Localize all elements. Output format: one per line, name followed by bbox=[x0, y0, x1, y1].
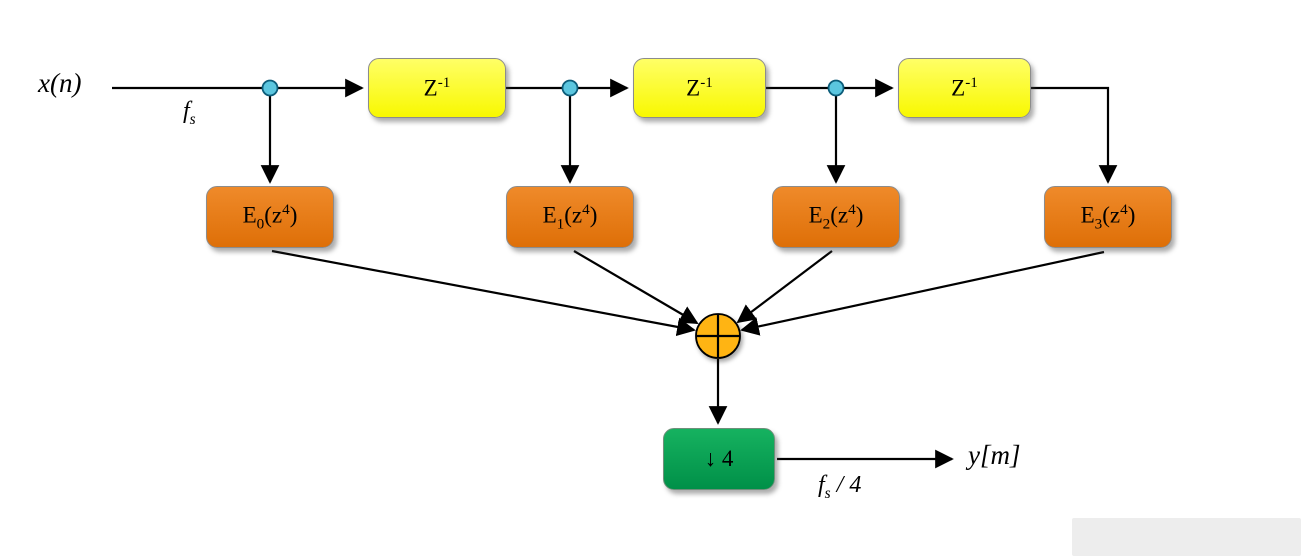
polyphase-block-e3: E3(z4) bbox=[1044, 186, 1172, 248]
input-rate-label: fs bbox=[183, 98, 196, 129]
tap-node-2 bbox=[561, 79, 579, 97]
output-rate-label: fs / 4 bbox=[818, 472, 861, 503]
label-part: Z bbox=[423, 75, 438, 101]
label-part: f bbox=[183, 98, 190, 124]
label-part: 4 bbox=[282, 200, 290, 218]
label-part: ) bbox=[1127, 202, 1136, 228]
polyphase-block-label: E2(z4) bbox=[809, 201, 864, 233]
label-part: -1 bbox=[965, 74, 978, 92]
label-part: 0 bbox=[256, 215, 265, 233]
tap-node-1 bbox=[261, 79, 279, 97]
label-part: E bbox=[242, 202, 257, 228]
label-part: -1 bbox=[700, 74, 713, 92]
delay-block-label: Z-1 bbox=[424, 74, 451, 102]
delay-block-1: Z-1 bbox=[368, 58, 506, 118]
downsampler-label: ↓ 4 bbox=[704, 446, 734, 471]
watermark-box bbox=[1072, 518, 1301, 556]
e3-to-adder-arrow bbox=[740, 250, 1105, 336]
label-part: 4 bbox=[1120, 200, 1128, 218]
tap-node-3 bbox=[827, 79, 845, 97]
delay-block-2: Z-1 bbox=[633, 58, 766, 118]
label-part: E bbox=[808, 202, 823, 228]
downsampler-block: ↓ 4 bbox=[663, 428, 775, 490]
label-part: -1 bbox=[437, 74, 451, 92]
label-part: 1 bbox=[556, 215, 565, 233]
e1-to-adder-arrow bbox=[573, 250, 699, 324]
circle-plus-icon bbox=[695, 313, 741, 359]
polyphase-block-e2: E2(z4) bbox=[772, 186, 900, 248]
delay-block-3: Z-1 bbox=[898, 58, 1031, 118]
label-part: (z bbox=[264, 202, 283, 228]
polyphase-block-e1: E1(z4) bbox=[506, 186, 634, 248]
e0-to-adder-arrow bbox=[271, 249, 696, 337]
label-part: ) bbox=[855, 202, 864, 228]
polyphase-block-e0: E0(z4) bbox=[206, 186, 334, 248]
label-part: s bbox=[824, 484, 831, 502]
label-part: ) bbox=[289, 202, 298, 228]
label-part: / 4 bbox=[830, 472, 862, 498]
delay3-to-e3-arrow bbox=[1031, 86, 1118, 184]
label-part: (z bbox=[564, 202, 583, 228]
label-part: y[m] bbox=[968, 440, 1021, 470]
label-part: 4 bbox=[848, 200, 856, 218]
label-part: E bbox=[542, 202, 557, 228]
label-part: 4 bbox=[582, 200, 590, 218]
delay-block-label: Z-1 bbox=[686, 74, 713, 102]
label-part: f bbox=[818, 472, 825, 498]
label-part: s bbox=[189, 110, 196, 128]
polyphase-block-label: E1(z4) bbox=[543, 201, 598, 233]
label-part: x(n) bbox=[38, 68, 82, 98]
e2-to-adder-arrow bbox=[736, 250, 833, 324]
label-part: Z bbox=[686, 75, 701, 101]
label-part: E bbox=[1080, 202, 1095, 228]
input-signal-label: x(n) bbox=[38, 68, 81, 99]
polyphase-block-label: E0(z4) bbox=[243, 201, 298, 233]
label-part: (z bbox=[1102, 202, 1121, 228]
label-part: Z bbox=[951, 75, 966, 101]
label-part: 3 bbox=[1094, 215, 1103, 233]
delay-block-label: Z-1 bbox=[951, 74, 978, 102]
output-signal-label: y[m] bbox=[968, 440, 1021, 471]
label-part: ) bbox=[589, 202, 598, 228]
polyphase-block-label: E3(z4) bbox=[1081, 201, 1136, 233]
label-part: (z bbox=[830, 202, 849, 228]
label-part: 2 bbox=[822, 215, 831, 233]
